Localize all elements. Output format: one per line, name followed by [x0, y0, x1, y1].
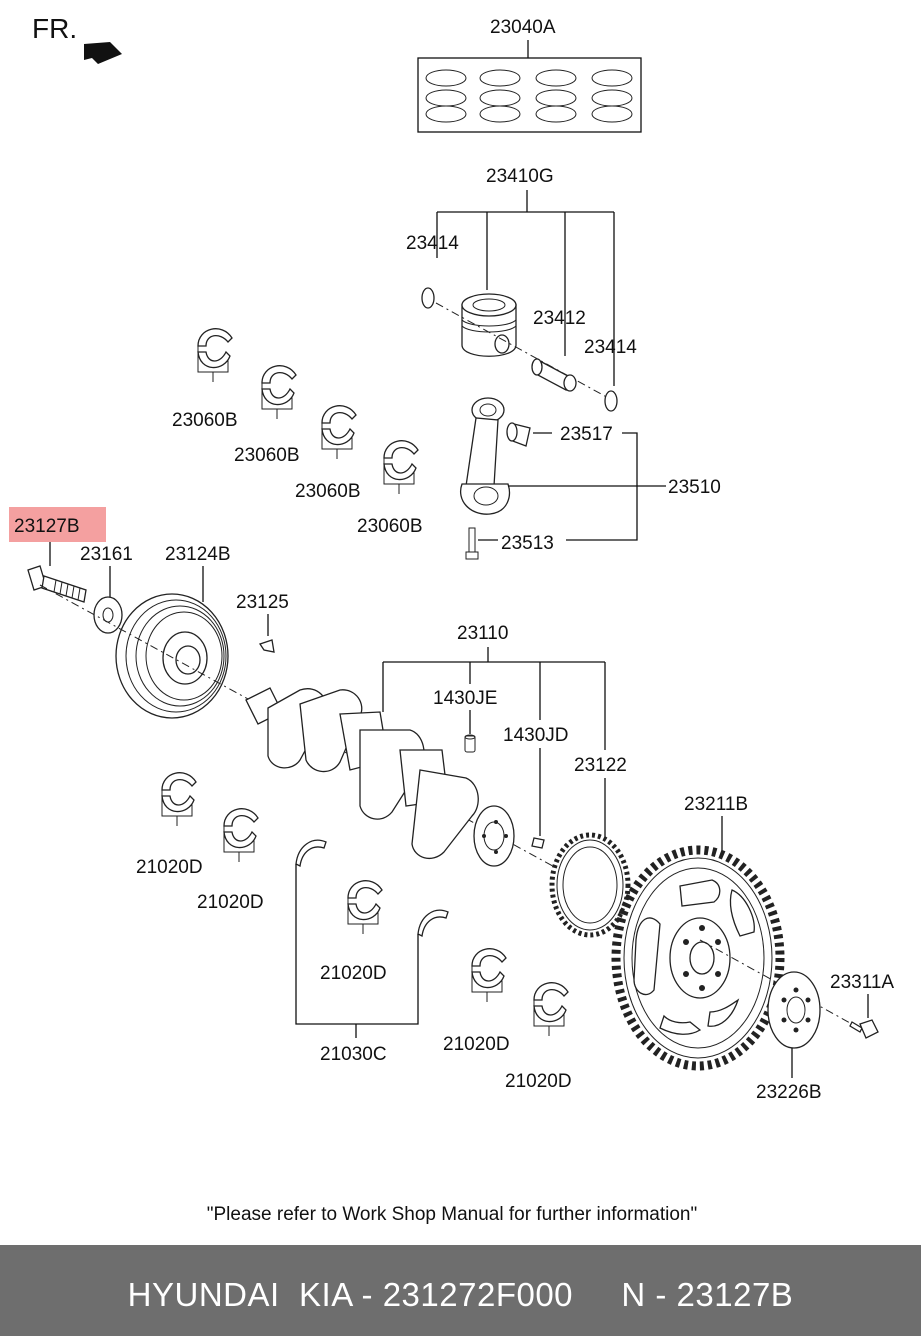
conrod-bearing-2: [261, 365, 297, 420]
label-23410G: 23410G: [486, 166, 554, 187]
label-1430JD: 1430JD: [503, 725, 569, 746]
label-23414-left: 23414: [406, 233, 459, 254]
snap-ring-right: [604, 390, 618, 412]
dowel-pin-je: [464, 734, 476, 753]
flywheel-bolt: [849, 1019, 879, 1039]
label-21020D-1: 21020D: [136, 857, 203, 878]
label-21020D-4: 21020D: [443, 1034, 510, 1055]
label-21020D-2: 21020D: [197, 892, 264, 913]
label-23311A: 23311A: [830, 972, 894, 993]
label-1430JE: 1430JE: [433, 688, 497, 709]
sensor-wheel: [549, 832, 631, 938]
label-23040A: 23040A: [490, 17, 556, 38]
label-23513: 23513: [501, 533, 554, 554]
label-23161: 23161: [80, 544, 133, 565]
conrod-bolt: [465, 527, 479, 560]
label-21020D-5: 21020D: [505, 1071, 572, 1092]
footer-bar: [0, 1245, 921, 1336]
flywheel-ring-gear: [611, 845, 785, 1071]
exploded-parts-diagram: FR. 23040A 23410G 23414 23412 23414: [9, 13, 894, 1103]
adapter-plate: [767, 971, 821, 1049]
main-bearing-2: [223, 808, 259, 863]
pulley-bolt: [27, 565, 87, 603]
label-23211B: 23211B: [684, 794, 748, 815]
direction-label: FR.: [32, 13, 77, 44]
snap-ring-left: [421, 287, 435, 309]
piston-pin: [531, 358, 577, 392]
main-bearing-3: [347, 880, 383, 935]
label-23517: 23517: [560, 424, 613, 445]
label-23060B-2: 23060B: [234, 445, 300, 466]
main-bearing-1: [161, 772, 197, 827]
label-23110: 23110: [457, 623, 508, 644]
label-23127B[interactable]: 23127B: [14, 516, 80, 537]
label-23060B-1: 23060B: [172, 410, 238, 431]
main-bearing-4: [471, 948, 507, 1003]
footer-part-number: HYUNDAI KIA - 231272F000 N - 23127B: [127, 1276, 794, 1313]
conrod-bushing: [506, 422, 531, 447]
woodruff-key: [258, 639, 275, 653]
label-23412: 23412: [533, 308, 586, 329]
damper-pulley: [115, 593, 229, 719]
washer: [93, 596, 123, 634]
label-23060B-3: 23060B: [295, 481, 361, 502]
conrod-bearing-1: [197, 328, 233, 383]
thrust-bearing: [295, 839, 449, 937]
workshop-manual-note: "Please refer to Work Shop Manual for fu…: [206, 1204, 698, 1225]
piston: [461, 293, 517, 357]
conrod-bearing-3: [321, 405, 357, 460]
label-23060B-4: 23060B: [357, 516, 423, 537]
dowel-pin-jd: [531, 837, 545, 849]
connecting-rod: [460, 397, 511, 515]
piston-ring-set: [417, 57, 642, 133]
label-21020D-3: 21020D: [320, 963, 387, 984]
label-23125: 23125: [236, 592, 289, 613]
crankshaft: [245, 687, 515, 867]
label-23510: 23510: [668, 477, 721, 498]
label-23122: 23122: [574, 755, 627, 776]
label-23124B: 23124B: [165, 544, 231, 565]
main-bearing-5: [533, 982, 569, 1037]
highlight-box: [9, 507, 106, 542]
label-23226B: 23226B: [756, 1082, 822, 1103]
direction-arrow-icon: [84, 42, 122, 64]
conrod-bearing-4: [383, 440, 419, 495]
label-21030C: 21030C: [320, 1044, 387, 1065]
label-23414-right: 23414: [584, 337, 637, 358]
